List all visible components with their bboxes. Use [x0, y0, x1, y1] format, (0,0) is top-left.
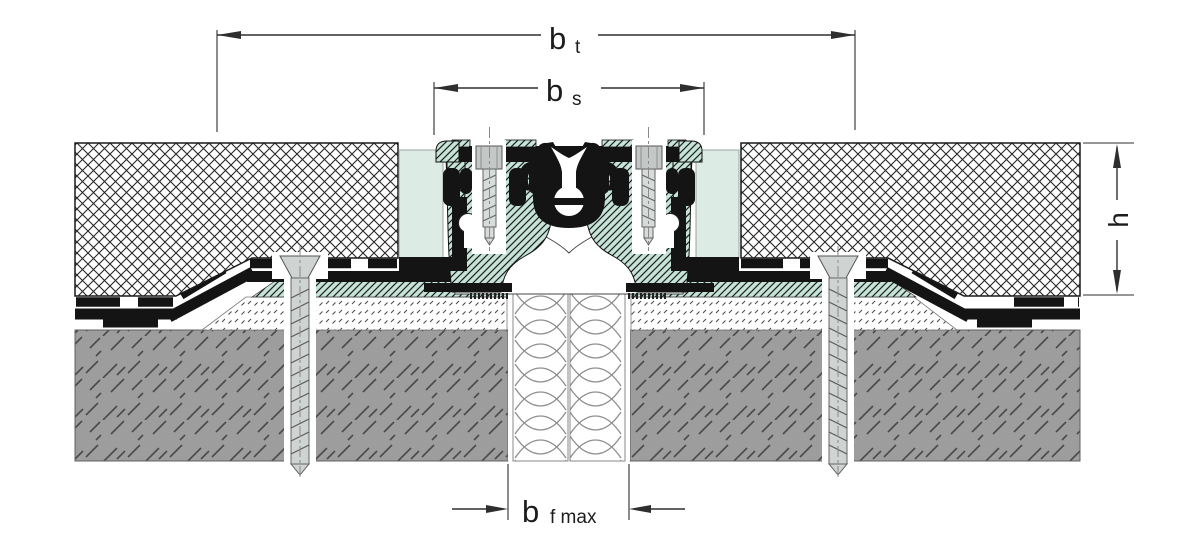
- dim-bt-subscript: t: [575, 37, 581, 58]
- membrane-under-sealant-right: [671, 257, 739, 271]
- arrowhead-left-icon: [217, 31, 241, 39]
- concrete-slab-right: [629, 329, 1081, 462]
- wool-column-left: [512, 290, 569, 462]
- mineral-wool-filler: [508, 290, 630, 462]
- arrowhead-down-icon: [1113, 270, 1121, 294]
- dim-bfmax-label: b: [522, 494, 539, 529]
- gland-tooth: [443, 168, 460, 206]
- sealant-block-left: [398, 149, 444, 259]
- dimension-h: h: [1083, 142, 1134, 296]
- cap-corner-left: [435, 140, 460, 163]
- sealant-block-right: [695, 149, 740, 259]
- gland-tooth: [666, 168, 678, 194]
- levelling-mortar-right: [630, 296, 959, 331]
- rail-cavity-slot-right: [666, 230, 674, 248]
- wool-column-right: [569, 290, 626, 462]
- gland-hook-right: [605, 161, 619, 191]
- membrane-diagonal-right: [882, 267, 972, 322]
- concrete-right-body: [629, 329, 1081, 462]
- gland-fold-bar: [553, 198, 585, 205]
- cap-corner-right: [678, 140, 703, 163]
- dimension-bt: b t: [216, 21, 856, 132]
- gland-fold-groove: [551, 147, 587, 194]
- dim-bs-subscript: s: [572, 89, 582, 110]
- arrowhead-left-icon: [486, 505, 508, 513]
- membrane-diagonal-left: [166, 267, 256, 322]
- gland-tooth: [678, 168, 695, 206]
- fixing-screw-left: [471, 126, 507, 255]
- membrane-under-rail-left: [424, 283, 512, 292]
- dim-bs-label: b: [546, 73, 563, 108]
- membrane-under-rail-right: [626, 283, 714, 292]
- membrane-strip-lower-left: [103, 318, 158, 328]
- arrowhead-right-icon: [629, 505, 651, 513]
- fixing-screw-right: [631, 126, 667, 255]
- levelling-mortar-right-body: [630, 296, 959, 331]
- arrowhead-right-icon: [680, 84, 704, 92]
- arrowhead-left-icon: [434, 84, 458, 92]
- dimension-bs: b s: [433, 73, 705, 135]
- dim-h-label: h: [1103, 212, 1134, 228]
- arrowhead-right-icon: [831, 31, 855, 39]
- dim-bfmax-subscript: f max: [550, 507, 597, 528]
- arrowhead-up-icon: [1113, 144, 1121, 168]
- dim-bt-label: b: [549, 21, 566, 56]
- gland-tooth: [460, 168, 472, 194]
- cap-strip: [601, 139, 634, 148]
- membrane-under-sealant-left: [399, 257, 467, 271]
- membrane-strip-lower-right: [977, 318, 1032, 328]
- gland-hook-left: [519, 161, 533, 191]
- levelling-mortar-left: [200, 296, 508, 331]
- rubber-gland: [443, 142, 695, 228]
- rail-cap-surfaces: [435, 139, 703, 163]
- dimension-bfmax: b f max: [452, 464, 685, 529]
- levelling-mortar-left-body: [200, 296, 508, 331]
- cap-strip: [504, 139, 537, 148]
- rail-cavity-slot-left: [464, 230, 472, 248]
